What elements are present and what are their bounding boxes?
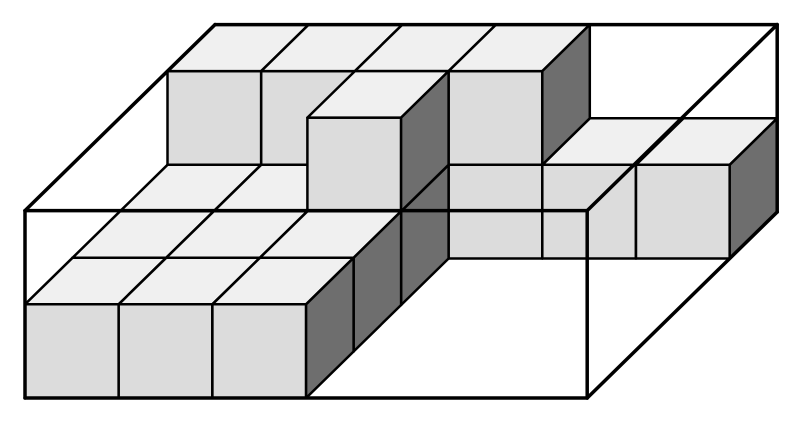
cube-front-face [447, 69, 544, 167]
cube-front-face [211, 303, 308, 400]
cube-side-face [399, 69, 450, 213]
box-edge [585, 22, 779, 213]
cube-front-face [306, 116, 403, 213]
cube-front-face [166, 69, 263, 167]
bounding-box-wireframe [23, 22, 779, 400]
cube-front-face [23, 303, 120, 400]
cube [306, 69, 450, 213]
cube-front-face [117, 303, 214, 400]
box-edge [23, 22, 217, 213]
cube-side-face [304, 256, 355, 400]
cube [211, 256, 355, 400]
cubes-group [23, 23, 779, 400]
cube-front-face [634, 163, 731, 260]
box-edge [585, 210, 779, 400]
